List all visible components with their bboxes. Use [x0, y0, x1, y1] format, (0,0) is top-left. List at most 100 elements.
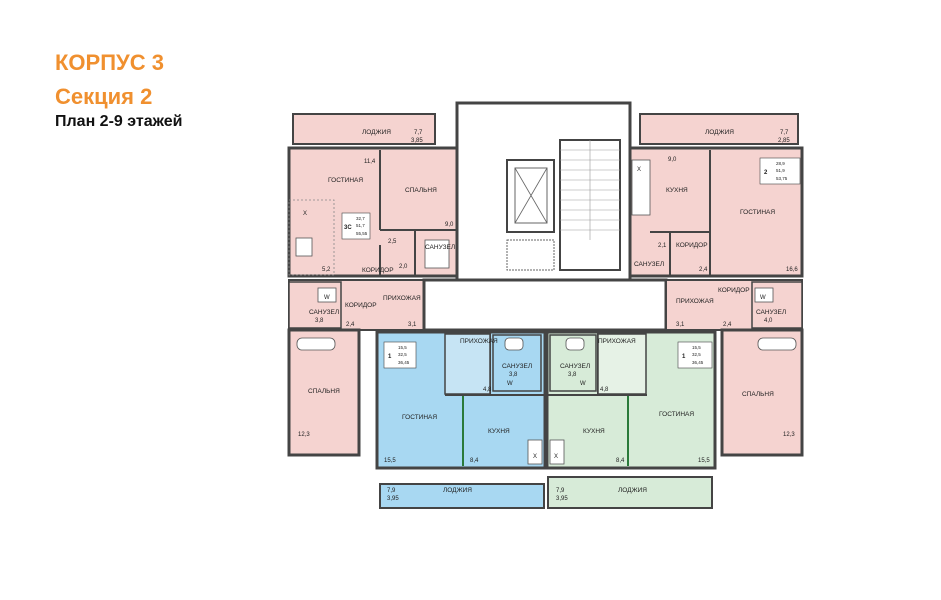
apt-type: 1	[388, 354, 392, 360]
apt-badge-2	[759, 157, 801, 185]
apt-total: 32,5	[398, 352, 407, 357]
bath-area: 2,4	[699, 267, 708, 273]
loggia-label: ЛОДЖИЯ	[618, 487, 647, 494]
kitchen-area: 9,0	[668, 157, 677, 163]
plan-title: План 2-9 этажей	[55, 113, 183, 130]
apartment-1-left[interactable]: X W ПРИХОЖАЯ 4,8 САНУЗЕЛ 3,8 ГОСТИНАЯ 15…	[375, 330, 547, 509]
apt-total-loggia: 55,55	[356, 231, 368, 236]
hall-area: 4,8	[600, 387, 609, 393]
kitchen-area: 8,4	[616, 458, 625, 464]
loggia-1-right	[547, 476, 713, 509]
apt-total: 32,5	[692, 352, 701, 357]
loggia-coef: 3,85	[411, 138, 423, 144]
hall-label: ПРИХОЖАЯ	[598, 338, 636, 345]
loggia-area: 7,7	[780, 130, 789, 136]
bath2-label: САНУЗЕЛ	[756, 309, 786, 316]
section-title: Секция 2	[55, 84, 153, 109]
loggia-1-left	[379, 483, 545, 509]
loggia-label: ЛОДЖИЯ	[362, 129, 391, 136]
bath-area: 2,0	[399, 264, 408, 270]
living-label: ГОСТИНАЯ	[402, 414, 437, 421]
apt-type: 2	[764, 170, 768, 176]
living-area: 16,6	[786, 267, 798, 273]
bath2-area: 4,0	[764, 318, 773, 324]
loggia-coef: 3,95	[556, 496, 568, 502]
apt-total-loggia: 36,45	[398, 360, 410, 365]
apartment-1-right[interactable]: X W ПРИХОЖАЯ 4,8 САНУЗЕЛ 3,8 ГОСТИНАЯ 15…	[545, 330, 717, 509]
apt-badge-1-right	[677, 341, 713, 369]
cross-icon: X	[554, 454, 558, 460]
apt-badge-3c	[341, 212, 371, 240]
loggia-label: ЛОДЖИЯ	[443, 487, 472, 494]
cross-icon: X	[533, 454, 537, 460]
corridor-label: КОРИДОР	[362, 267, 394, 274]
bedroom-2	[720, 328, 804, 457]
apartment-3c[interactable]: X W ЛОДЖИЯ 7,7 3,85 ГОСТИНАЯ 11,4 СПАЛЬН…	[287, 113, 463, 457]
central-core	[422, 101, 668, 332]
apt-living: 32,7	[356, 216, 365, 221]
living-area: 15,5	[698, 458, 710, 464]
hall-label: ПРИХОЖАЯ	[460, 338, 498, 345]
kitchen-label: КУХНЯ	[666, 187, 688, 194]
corridor2-area: 2,4	[346, 322, 355, 328]
hall-label: ПРИХОЖАЯ	[383, 295, 421, 302]
kitchen-area: 8,4	[470, 458, 479, 464]
bedroom2-label: СПАЛЬНЯ	[308, 388, 340, 395]
corridor-area: 2,1	[658, 243, 667, 249]
cross-icon: X	[637, 167, 641, 173]
washer-icon: W	[760, 295, 766, 301]
loggia-coef: 3,95	[387, 496, 399, 502]
hall-area: 4,8	[483, 387, 492, 393]
living-label: ГОСТИНАЯ	[328, 177, 363, 184]
bath-label: САНУЗЕЛ	[560, 363, 590, 370]
bedroom-label: СПАЛЬНЯ	[742, 391, 774, 398]
corridor2-label: КОРИДОР	[718, 287, 750, 294]
washer-icon: W	[324, 295, 330, 301]
loggia-3c	[292, 113, 436, 145]
hall-area: 3,1	[408, 322, 417, 328]
living-label: ГОСТИНАЯ	[659, 411, 694, 418]
loggia-area: 7,7	[414, 130, 423, 136]
bedroom-area: 12,3	[783, 432, 795, 438]
building-title: КОРПУС 3	[55, 50, 164, 75]
loggia-label: ЛОДЖИЯ	[705, 129, 734, 136]
cross-icon: X	[303, 211, 307, 217]
apt-type: 3С	[344, 225, 352, 231]
bath-area: 3,8	[509, 372, 518, 378]
hall-label: ПРИХОЖАЯ	[676, 298, 714, 305]
bath-label: САНУЗЕЛ	[634, 261, 664, 268]
living-area: 11,4	[364, 159, 376, 165]
apt-total: 51,7	[356, 223, 365, 228]
bedroom-label: СПАЛЬНЯ	[405, 187, 437, 194]
bath-label: САНУЗЕЛ	[502, 363, 532, 370]
corridor2-area: 2,4	[723, 322, 732, 328]
apt-living: 15,5	[692, 345, 701, 350]
apartment-2[interactable]: X W ЛОДЖИЯ 7,7 2,85 КУХНЯ 9,0 ГОСТИНАЯ 1…	[628, 113, 804, 457]
washer-icon: W	[507, 381, 513, 387]
loggia-area: 7,9	[556, 488, 565, 494]
apt-badge-1-left	[383, 341, 417, 369]
kitchen-area: 5,2	[322, 267, 331, 273]
loggia-coef: 2,85	[778, 138, 790, 144]
washer-icon: W	[580, 381, 586, 387]
hall-area: 3,1	[676, 322, 685, 328]
bath-area: 3,8	[568, 372, 577, 378]
apt-total-loggia: 36,45	[692, 360, 704, 365]
loggia-2	[639, 113, 799, 145]
living-area: 15,5	[384, 458, 396, 464]
bath2-area: 3,8	[315, 318, 324, 324]
bedroom-area: 9,0	[445, 222, 454, 228]
apt-type: 1	[682, 354, 686, 360]
kitchen-label: КУХНЯ	[583, 428, 605, 435]
loggia-area: 7,9	[387, 488, 396, 494]
apt-living: 28,9	[776, 161, 785, 166]
apt-total-loggia: 53,75	[776, 176, 788, 181]
corridor2-label: КОРИДОР	[345, 302, 377, 309]
corridor-area: 2,5	[388, 239, 397, 245]
bedroom-3c	[287, 328, 361, 457]
bath-label: САНУЗЕЛ	[425, 244, 455, 251]
corridor-label: КОРИДОР	[676, 242, 708, 249]
living-label: ГОСТИНАЯ	[740, 209, 775, 216]
apt-living: 15,5	[398, 345, 407, 350]
